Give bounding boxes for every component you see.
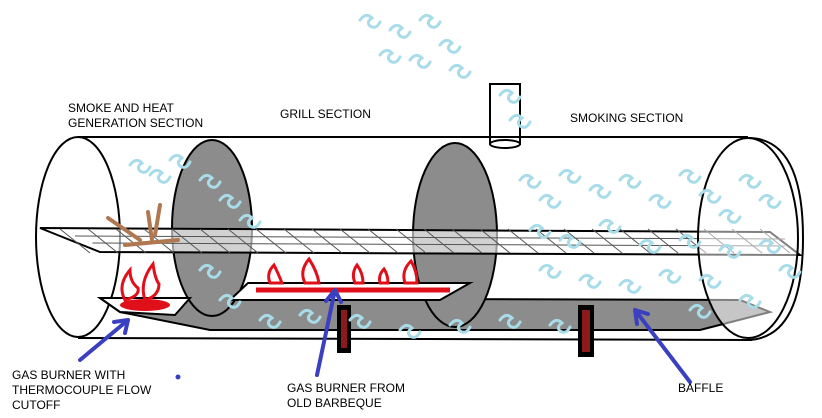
chimney <box>489 83 521 149</box>
smoke-swirl <box>618 278 642 294</box>
label-burner-thermo-1: GAS BURNER WITH <box>12 368 125 382</box>
smoke-swirl <box>758 193 782 209</box>
smoke-swirl <box>418 13 442 29</box>
smoke-swirl <box>408 53 432 69</box>
smoke-swirl <box>348 313 372 329</box>
smoke-swirl <box>298 308 322 324</box>
smoke-swirl <box>678 168 702 184</box>
smoke-swirl <box>538 263 562 279</box>
smoke-swirl <box>718 243 742 259</box>
smoke-swirl <box>238 213 262 229</box>
label-burner-thermo-2: THERMOCOUPLE FLOW <box>12 383 152 397</box>
label-smoking-section: SMOKING SECTION <box>570 111 683 125</box>
smoke-swirl <box>148 168 172 184</box>
smoke-swirl <box>718 208 742 224</box>
arrow-thermo-burner <box>78 318 130 362</box>
smoke-swirl <box>588 183 612 199</box>
smoke-swirl <box>648 193 672 209</box>
arrow-baffle <box>633 308 692 384</box>
smoke-swirl <box>398 323 422 339</box>
smoke-swirl <box>548 318 572 334</box>
smoke-swirl <box>168 153 192 169</box>
smoke-swirl <box>498 88 522 104</box>
smoke-swirl <box>638 238 662 254</box>
thermo-burner <box>120 299 170 311</box>
smoke-swirl <box>558 233 582 249</box>
wood-chips <box>106 203 180 247</box>
smoke-swirl <box>658 268 682 284</box>
smoke-swirl <box>508 113 532 129</box>
grill-grate <box>39 227 803 257</box>
label-smoke-section-2: GENERATION SECTION <box>68 116 203 130</box>
smoke-swirl <box>218 193 242 209</box>
smoke-swirl <box>518 173 542 189</box>
label-burner-thermo-3: CUTOFF <box>12 398 60 412</box>
smoke-swirl <box>738 293 762 309</box>
smoke-swirl <box>778 263 802 279</box>
smoke-swirl <box>388 23 412 39</box>
flames <box>120 256 419 302</box>
label-baffle: BAFFLE <box>678 381 723 395</box>
smoke-swirl <box>448 318 472 334</box>
smoke-swirl <box>698 188 722 204</box>
smoke-swirl <box>448 63 472 79</box>
smoke-swirl <box>438 38 462 54</box>
smoke-swirl <box>128 158 152 174</box>
arrows <box>78 288 692 384</box>
smoke-swirl <box>758 238 782 254</box>
right-end-cap <box>697 137 805 341</box>
smoke-swirl <box>618 173 642 189</box>
smoke <box>128 13 802 339</box>
smoke-swirl <box>198 263 222 279</box>
smoke-swirl <box>198 173 222 189</box>
smoke-swirl <box>598 218 622 234</box>
label-smoke-section-1: SMOKE AND HEAT <box>68 101 174 115</box>
smoke-swirl <box>688 303 712 319</box>
label-grill-section: GRILL SECTION <box>280 107 371 121</box>
smoke-swirl <box>378 48 402 64</box>
smoke-swirl <box>538 193 562 209</box>
label-burner-bbq-2: OLD BARBEQUE <box>287 396 382 410</box>
smoke-swirl <box>738 173 762 189</box>
smoke-swirl <box>558 168 582 184</box>
label-burner-bbq-1: GAS BURNER FROM <box>287 381 405 395</box>
smoke-swirl <box>528 223 552 239</box>
smoke-swirl <box>218 293 242 309</box>
labels: SMOKE AND HEAT GENERATION SECTION GRILL … <box>12 101 723 412</box>
smoke-swirl <box>578 273 602 289</box>
arrow-bbq-burner <box>315 288 343 377</box>
smoke-swirl <box>358 13 382 29</box>
smoke-swirl <box>498 313 522 329</box>
smoke-swirl <box>698 273 722 289</box>
smoke-swirl <box>678 233 702 249</box>
smoke-swirl <box>258 313 282 329</box>
